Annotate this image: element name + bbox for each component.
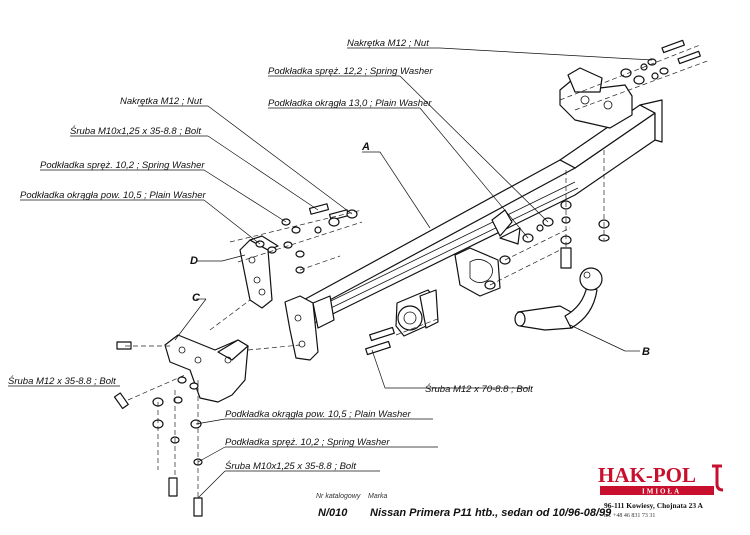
hook-icon bbox=[712, 464, 724, 492]
part-labels: Nakrętka M12 ; Nut Podkładka spręż. 12,2… bbox=[8, 38, 533, 472]
catalog-number: N/010 bbox=[318, 507, 348, 519]
vehicle-model: Nissan Primera P11 htb., sedan od 10/96-… bbox=[370, 507, 612, 519]
label-plain-washer-top: Podkładka okrągła 13,0 ; Plain Washer bbox=[268, 98, 432, 109]
callout-b: B bbox=[642, 346, 650, 358]
label-nut-top: Nakrętka M12 ; Nut bbox=[347, 38, 429, 49]
socket-plate bbox=[395, 289, 439, 337]
logo-name: HAK-POL bbox=[598, 463, 696, 487]
label-spring-washer-top: Podkładka spręż. 12,2 ; Spring Washer bbox=[268, 66, 433, 77]
ball-neck-b bbox=[514, 267, 603, 331]
callout-d: D bbox=[190, 255, 198, 267]
label-plain-washer-bottom: Podkładka okrągła pow. 10,5 ; Plain Wash… bbox=[225, 409, 412, 420]
logo-bar bbox=[600, 486, 714, 495]
label-nut-left: Nakrętka M12 ; Nut bbox=[120, 96, 202, 107]
bracket-c bbox=[164, 334, 249, 403]
label-spring-washer-bottom: Podkładka spręż. 10,2 ; Spring Washer bbox=[225, 437, 390, 448]
brand-label: Marka bbox=[368, 493, 388, 500]
label-bolt-m10-bottom: Śruba M10x1,25 x 35-8.8 ; Bolt bbox=[225, 460, 356, 472]
label-bolt-m10-left: Śruba M10x1,25 x 35-8.8 ; Bolt bbox=[70, 125, 201, 137]
catalog-label: Nr katalogowy bbox=[316, 493, 361, 500]
leader-lines bbox=[8, 47, 653, 499]
callout-c: C bbox=[192, 292, 201, 304]
assembly-lines bbox=[125, 44, 711, 498]
footer-info: Nr katalogowy Marka N/010 Nissan Primera… bbox=[316, 493, 612, 519]
crossbar-a bbox=[284, 67, 663, 361]
label-spring-washer-left: Podkładka spręż. 10,2 ; Spring Washer bbox=[40, 160, 205, 171]
label-bolt-m12-left: Śruba M12 x 35-8.8 ; Bolt bbox=[8, 375, 116, 387]
label-plain-washer-left: Podkładka okrągła pow. 10,5 ; Plain Wash… bbox=[20, 190, 207, 201]
logo-address: 96-111 Kowiesy, Chojnata 23 A bbox=[604, 501, 704, 510]
callout-a: A bbox=[361, 141, 370, 153]
callout-letters: A B C D bbox=[190, 141, 650, 358]
logo-sub: IMIOŁA bbox=[642, 488, 681, 496]
label-bolt-m12x70: Śruba M12 x 70-8.8 ; Bolt bbox=[425, 383, 533, 395]
hak-pol-logo: HAK-POL IMIOŁA 96-111 Kowiesy, Chojnata … bbox=[598, 463, 724, 519]
logo-phone: tel. +48 46 831 73 31 bbox=[604, 513, 655, 519]
